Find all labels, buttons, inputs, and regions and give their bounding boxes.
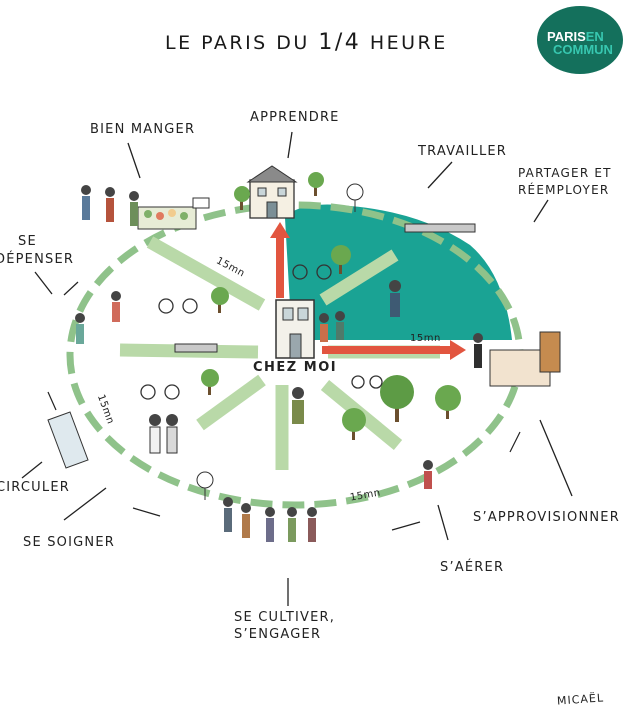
- title-text: LE PARIS DU: [165, 32, 310, 54]
- logo-en: EN: [585, 29, 604, 44]
- work-sector-fill: [285, 204, 512, 340]
- label-partager: PARTAGER ET: [518, 166, 612, 180]
- logo-line-2: COMMUN: [553, 42, 613, 57]
- bus-shelter: [47, 411, 89, 469]
- people: [75, 185, 483, 542]
- label-reemployer: RÉEMPLOYER: [518, 183, 610, 197]
- trees: [201, 172, 461, 440]
- page-title: LE PARIS DU 1/4 HEURE: [165, 30, 448, 55]
- market-stall: [137, 197, 210, 230]
- logo-line-1: PARISEN: [547, 29, 604, 44]
- arrow-right: [322, 340, 466, 360]
- label-bien-manger: BIEN MANGER: [90, 122, 196, 137]
- label-apprendre: APPRENDRE: [250, 110, 340, 125]
- title-fraction: 1/4: [318, 30, 362, 55]
- park-bench: [174, 343, 218, 353]
- home-building: [275, 299, 315, 359]
- label-s-engager: S’ENGAGER: [234, 627, 322, 642]
- bicycles: [140, 264, 383, 400]
- label-se-cultiver: SE CULTIVER,: [234, 610, 336, 625]
- coworking-table: [404, 223, 476, 233]
- label-se: SE: [18, 234, 37, 249]
- metro-sign-top: [346, 183, 364, 212]
- title-end: HEURE: [369, 32, 448, 54]
- label-se-soigner: SE SOIGNER: [23, 535, 115, 550]
- bakery-shop: [489, 331, 561, 387]
- paris-en-commun-logo: PARISEN COMMUN: [537, 6, 623, 74]
- double-arrows: [47, 281, 521, 531]
- center-label: CHEZ MOI: [253, 360, 338, 375]
- duration-label-e: 15mn: [410, 333, 441, 344]
- arrow-up: [270, 222, 290, 298]
- label-aerer: S’AÉRER: [440, 560, 505, 575]
- label-travailler: TRAVAILLER: [418, 144, 508, 159]
- label-approvisionner: S’APPROVISIONNER: [473, 510, 620, 525]
- label-circuler: CIRCULER: [0, 480, 70, 495]
- school-building: [246, 165, 298, 219]
- leader-lines: [21, 131, 573, 606]
- logo-paris: PARIS: [547, 29, 586, 44]
- label-depenser: DÉPENSER: [0, 252, 75, 267]
- metro-sign-bottom: [196, 471, 214, 500]
